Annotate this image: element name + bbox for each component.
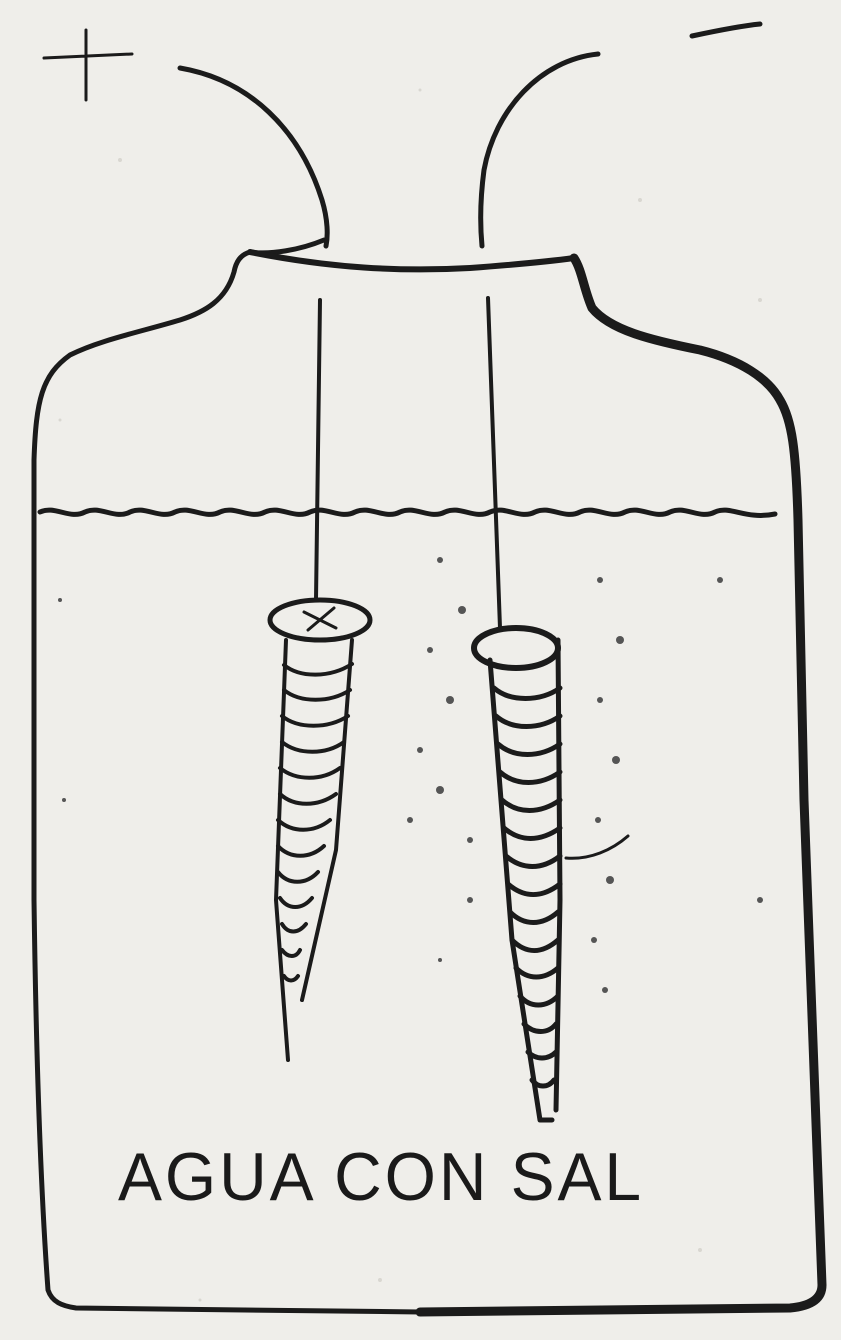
solution-label: AGUA CON SAL (118, 1139, 644, 1215)
